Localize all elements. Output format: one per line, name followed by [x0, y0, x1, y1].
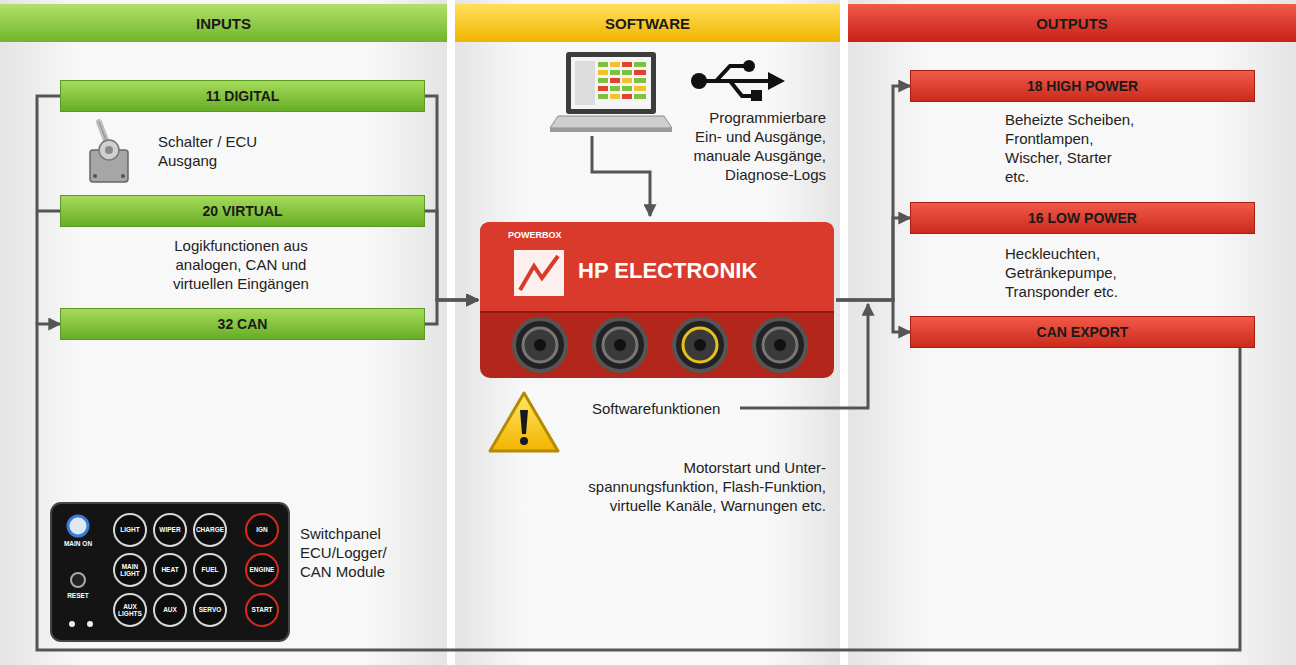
laptop-icon — [548, 50, 674, 134]
connector-arrow — [425, 96, 478, 300]
output-box: 16 LOW POWER — [910, 202, 1255, 234]
toggle-switch-icon — [84, 118, 134, 188]
panel-button: WIPER — [153, 513, 187, 547]
description-text: Switchpanel ECU/Logger/ CAN Module — [300, 524, 412, 581]
panel-label: SERVO — [195, 606, 225, 613]
box-label: 32 CAN — [218, 316, 268, 332]
input-bus — [37, 96, 60, 324]
description-text: Programmierbare Ein- und Ausgänge, manua… — [684, 108, 826, 184]
panel-label: FUEL — [195, 566, 225, 573]
description-text: Softwarefunktionen — [592, 399, 720, 418]
program-arrow — [592, 136, 650, 216]
input-box: 11 DIGITAL — [60, 80, 425, 112]
box-label: 18 HIGH POWER — [1027, 78, 1138, 94]
device-text: POWERBOX — [508, 230, 562, 240]
panel-label: ENGINE — [247, 566, 277, 573]
panel-label: MAIN ON — [64, 540, 92, 547]
panel-button: SERVO — [193, 593, 227, 627]
input-box: 20 VIRTUAL — [60, 195, 425, 227]
column-header: INPUTS — [0, 4, 447, 42]
panel-button: HEAT — [153, 553, 187, 587]
device-text: HP ELECTRONIK — [578, 258, 757, 284]
box-label: CAN EXPORT — [1037, 324, 1129, 340]
box-label: 16 LOW POWER — [1028, 210, 1137, 226]
panel-label: MAIN LIGHT — [115, 563, 145, 577]
panel-button: MAIN LIGHT — [113, 553, 147, 587]
connector-arrow — [425, 300, 478, 324]
panel-label: AUX LIGHTS — [115, 603, 145, 617]
column-header: SOFTWARE — [455, 4, 840, 42]
output-box: 18 HIGH POWER — [910, 70, 1255, 102]
panel-label: CHARGE — [195, 526, 225, 533]
description-text: Beheizte Scheiben, Frontlampen, Wischer,… — [1005, 110, 1138, 186]
connector-arrow — [37, 324, 1240, 650]
panel-label: AUX — [155, 606, 185, 613]
panel-button: LIGHT — [113, 513, 147, 547]
warning-sign — [486, 388, 562, 456]
connector-arrow — [836, 86, 910, 300]
panel-label: START — [247, 606, 277, 613]
box-label: INPUTS — [196, 15, 251, 32]
input-bus — [37, 210, 60, 213]
connector-arrow — [836, 300, 910, 332]
panel-button: IGN — [245, 513, 279, 547]
input-box: 32 CAN — [60, 308, 425, 340]
panel-button: AUX LIGHTS — [113, 593, 147, 627]
description-text: Motorstart und Unter- spannungsfunktion,… — [564, 458, 826, 515]
description-text: Logikfunctionen aus analogen, CAN und vi… — [160, 236, 322, 293]
powerbox-node: POWERBOX HP ELECTRONIK — [478, 220, 836, 380]
panel-button: CHARGE — [193, 513, 227, 547]
panel-button: START — [245, 593, 279, 627]
connector-arrow — [836, 218, 910, 300]
box-label: 11 DIGITAL — [206, 88, 280, 104]
usb-symbol — [690, 58, 786, 104]
column-header: OUTPUTS — [848, 4, 1296, 42]
panel-button: AUX — [153, 593, 187, 627]
description-text: Schalter / ECU Ausgang — [158, 132, 272, 170]
panel-button: FUEL — [193, 553, 227, 587]
panel-button: ENGINE — [245, 553, 279, 587]
description-text: Heckleuchten, Getränkepumpe, Transponder… — [1005, 244, 1127, 301]
connector-arrow — [425, 211, 478, 300]
panel-label: RESET — [67, 592, 89, 599]
box-label: 20 VIRTUAL — [202, 203, 282, 219]
box-label: SOFTWARE — [605, 15, 690, 32]
output-box: CAN EXPORT — [910, 316, 1255, 348]
box-label: OUTPUTS — [1036, 15, 1108, 32]
panel-label: HEAT — [155, 566, 185, 573]
panel-label: WIPER — [155, 526, 185, 533]
panel-label: LIGHT — [115, 526, 145, 533]
panel-label: IGN — [247, 526, 277, 533]
powerbox-device — [478, 220, 836, 380]
